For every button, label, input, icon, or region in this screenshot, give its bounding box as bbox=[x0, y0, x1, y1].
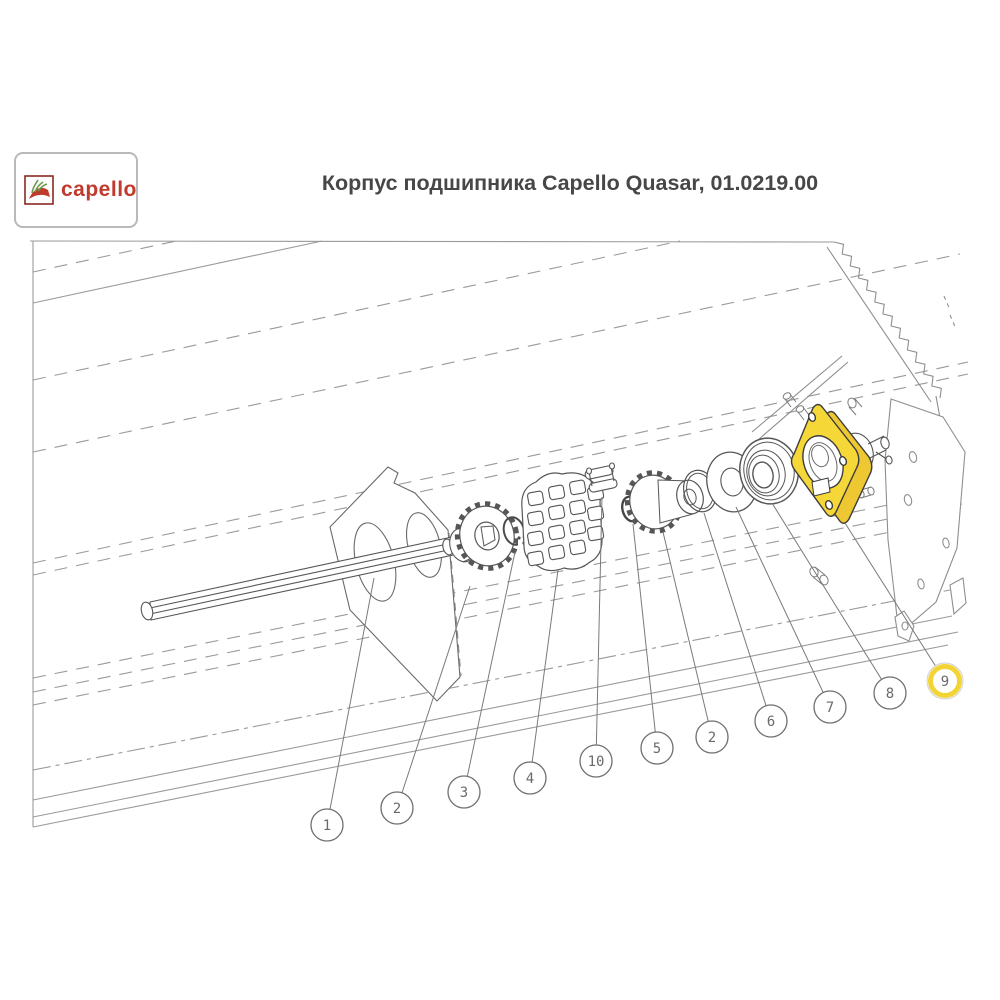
sprocket-part-right bbox=[624, 470, 704, 534]
sprocket-part-left bbox=[449, 501, 520, 571]
frame-studs bbox=[782, 392, 875, 586]
callout-6-7[interactable]: 6 bbox=[703, 512, 788, 738]
logo-text: capello bbox=[61, 178, 137, 201]
page-title: Корпус подшипника Capello Quasar, 01.021… bbox=[321, 171, 819, 195]
callout-layer: 1 2 3 4 10 5 2 6 7 8 9 bbox=[310, 496, 964, 842]
callout-10-4[interactable]: 10 bbox=[579, 496, 613, 778]
mounting-plate bbox=[329, 466, 462, 702]
bearing-part bbox=[739, 437, 799, 505]
callout-5-5[interactable]: 5 bbox=[632, 523, 674, 765]
bearing-housing-part-highlighted[interactable] bbox=[790, 403, 873, 524]
callout-2-6[interactable]: 2 bbox=[662, 531, 729, 754]
callout-label: 4 bbox=[526, 771, 534, 787]
serrated-edge bbox=[833, 241, 942, 399]
chain-link-part bbox=[584, 462, 618, 493]
callout-label: 7 bbox=[826, 700, 834, 716]
callout-label: 3 bbox=[460, 785, 468, 801]
callout-label: 2 bbox=[708, 730, 716, 746]
capello-logo: capello bbox=[14, 152, 138, 228]
frame-right-end bbox=[751, 241, 967, 642]
capello-leaf-icon bbox=[24, 175, 54, 205]
callout-8-9[interactable]: 8 bbox=[771, 502, 907, 710]
callout-label: 1 bbox=[323, 818, 331, 834]
callout-label: 10 bbox=[588, 754, 605, 770]
callout-7-8[interactable]: 7 bbox=[735, 506, 847, 724]
callout-2-1[interactable]: 2 bbox=[380, 585, 471, 825]
chain-section-part bbox=[521, 472, 605, 572]
callout-label: 8 bbox=[886, 686, 894, 702]
callout-3-2[interactable]: 3 bbox=[447, 551, 516, 809]
callout-label: 5 bbox=[653, 741, 661, 757]
side-plate bbox=[884, 398, 966, 636]
callout-4-3[interactable]: 4 bbox=[513, 569, 559, 795]
frame-beam bbox=[29, 240, 969, 828]
callout-label: 9 bbox=[941, 674, 949, 690]
callout-label: 6 bbox=[767, 714, 775, 730]
bottom-tab bbox=[894, 610, 915, 642]
callout-label: 2 bbox=[393, 801, 401, 817]
corner-bracket bbox=[949, 577, 967, 616]
hex-shaft-part bbox=[140, 536, 456, 621]
callout-1-0[interactable]: 1 bbox=[310, 577, 375, 842]
callout-9-10[interactable]: 9 bbox=[844, 522, 964, 700]
